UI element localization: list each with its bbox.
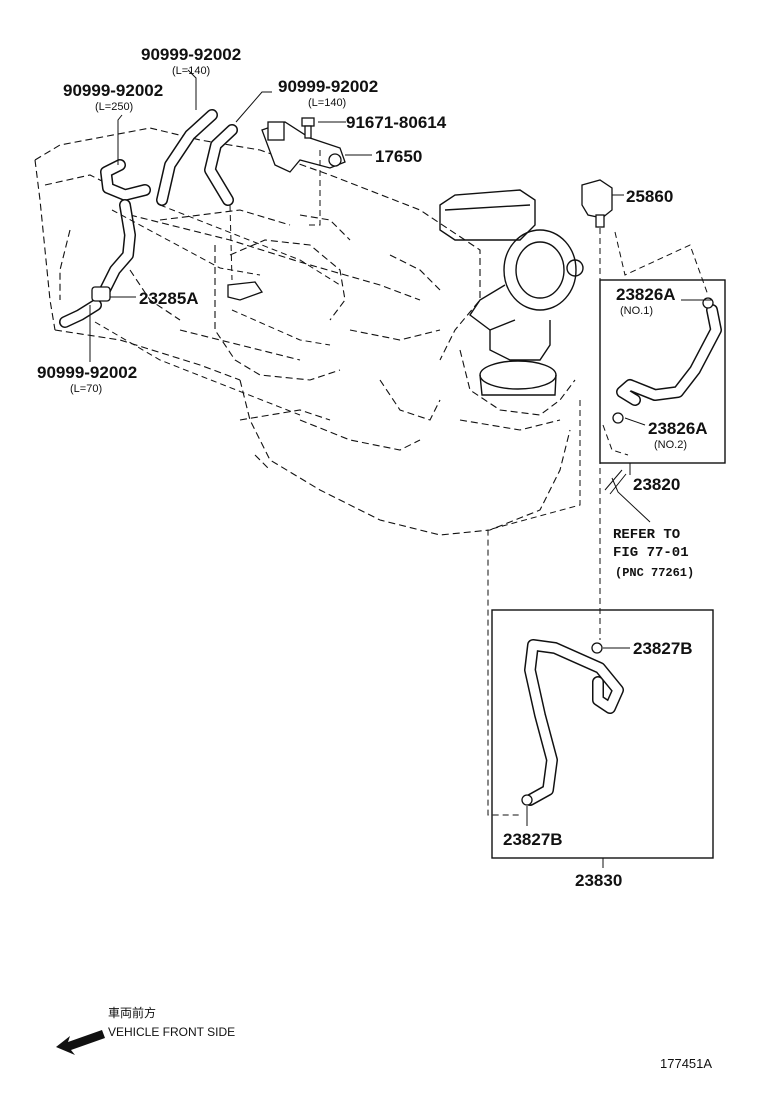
label-clamp-no2-sub: (NO.2) xyxy=(654,439,687,451)
intake-connector xyxy=(227,281,264,301)
vsv-part xyxy=(261,121,346,173)
label-clamp-no2: 23826A xyxy=(648,419,708,438)
clamp-b-lower xyxy=(521,794,533,806)
hose-top-left xyxy=(100,159,151,201)
clamp-b-upper xyxy=(591,642,603,654)
leader-lines xyxy=(89,69,712,868)
throttle-body xyxy=(439,189,584,396)
label-filter: 23285A xyxy=(139,289,199,308)
label-refer-line2: FIG 77-01 xyxy=(613,545,689,561)
hose-assy-upper xyxy=(616,304,722,406)
label-front-en: VEHICLE FRONT SIDE xyxy=(108,1025,235,1039)
label-hose-top-left: 90999-92002 xyxy=(63,81,163,100)
figure-id: 177451A xyxy=(660,1056,712,1071)
label-clamp-no1-sub: (NO.1) xyxy=(620,305,653,317)
label-hose-top-right-len: (L=140) xyxy=(308,97,346,109)
check-valve-part xyxy=(604,469,627,495)
label-hose-top-center: 90999-92002 xyxy=(141,45,241,64)
label-sensor: 25860 xyxy=(626,187,673,206)
hose-bottom-left xyxy=(59,299,102,328)
front-arrow-icon xyxy=(56,1030,105,1055)
hose-assy-lower xyxy=(524,639,624,806)
label-hose-top-right: 90999-92002 xyxy=(278,77,378,96)
hose-top-center xyxy=(156,109,218,206)
label-clamp-b-upper: 23827B xyxy=(633,639,693,658)
label-front-jp: 車両前方 xyxy=(108,1005,156,1020)
routing-lines xyxy=(94,150,709,816)
label-hose-top-center-len: (L=140) xyxy=(172,65,210,77)
label-vsv: 17650 xyxy=(375,147,422,166)
filter-part xyxy=(91,286,111,302)
clamp-no2 xyxy=(612,412,624,424)
label-clamp-no1: 23826A xyxy=(616,285,676,304)
sensor-part xyxy=(581,179,613,228)
label-refer-line1: REFER TO xyxy=(613,527,680,543)
bolt-part xyxy=(301,117,315,139)
vehicle-front-indicator: 車両前方 VEHICLE FRONT SIDE xyxy=(56,1005,235,1055)
label-hose-assy-lower: 23830 xyxy=(575,871,622,890)
label-hose-bottom-left-len: (L=70) xyxy=(70,383,102,395)
label-hose-assy-upper: 23820 xyxy=(633,475,680,494)
label-clamp-b-lower: 23827B xyxy=(503,830,563,849)
label-bolt: 91671-80614 xyxy=(346,113,447,132)
hose-top-right xyxy=(204,124,238,206)
label-hose-bottom-left: 90999-92002 xyxy=(37,363,137,382)
hose-left-long xyxy=(99,199,136,296)
label-refer-line3: (PNC 77261) xyxy=(615,566,694,580)
label-hose-top-left-len: (L=250) xyxy=(95,101,133,113)
engine-outline xyxy=(34,127,576,536)
